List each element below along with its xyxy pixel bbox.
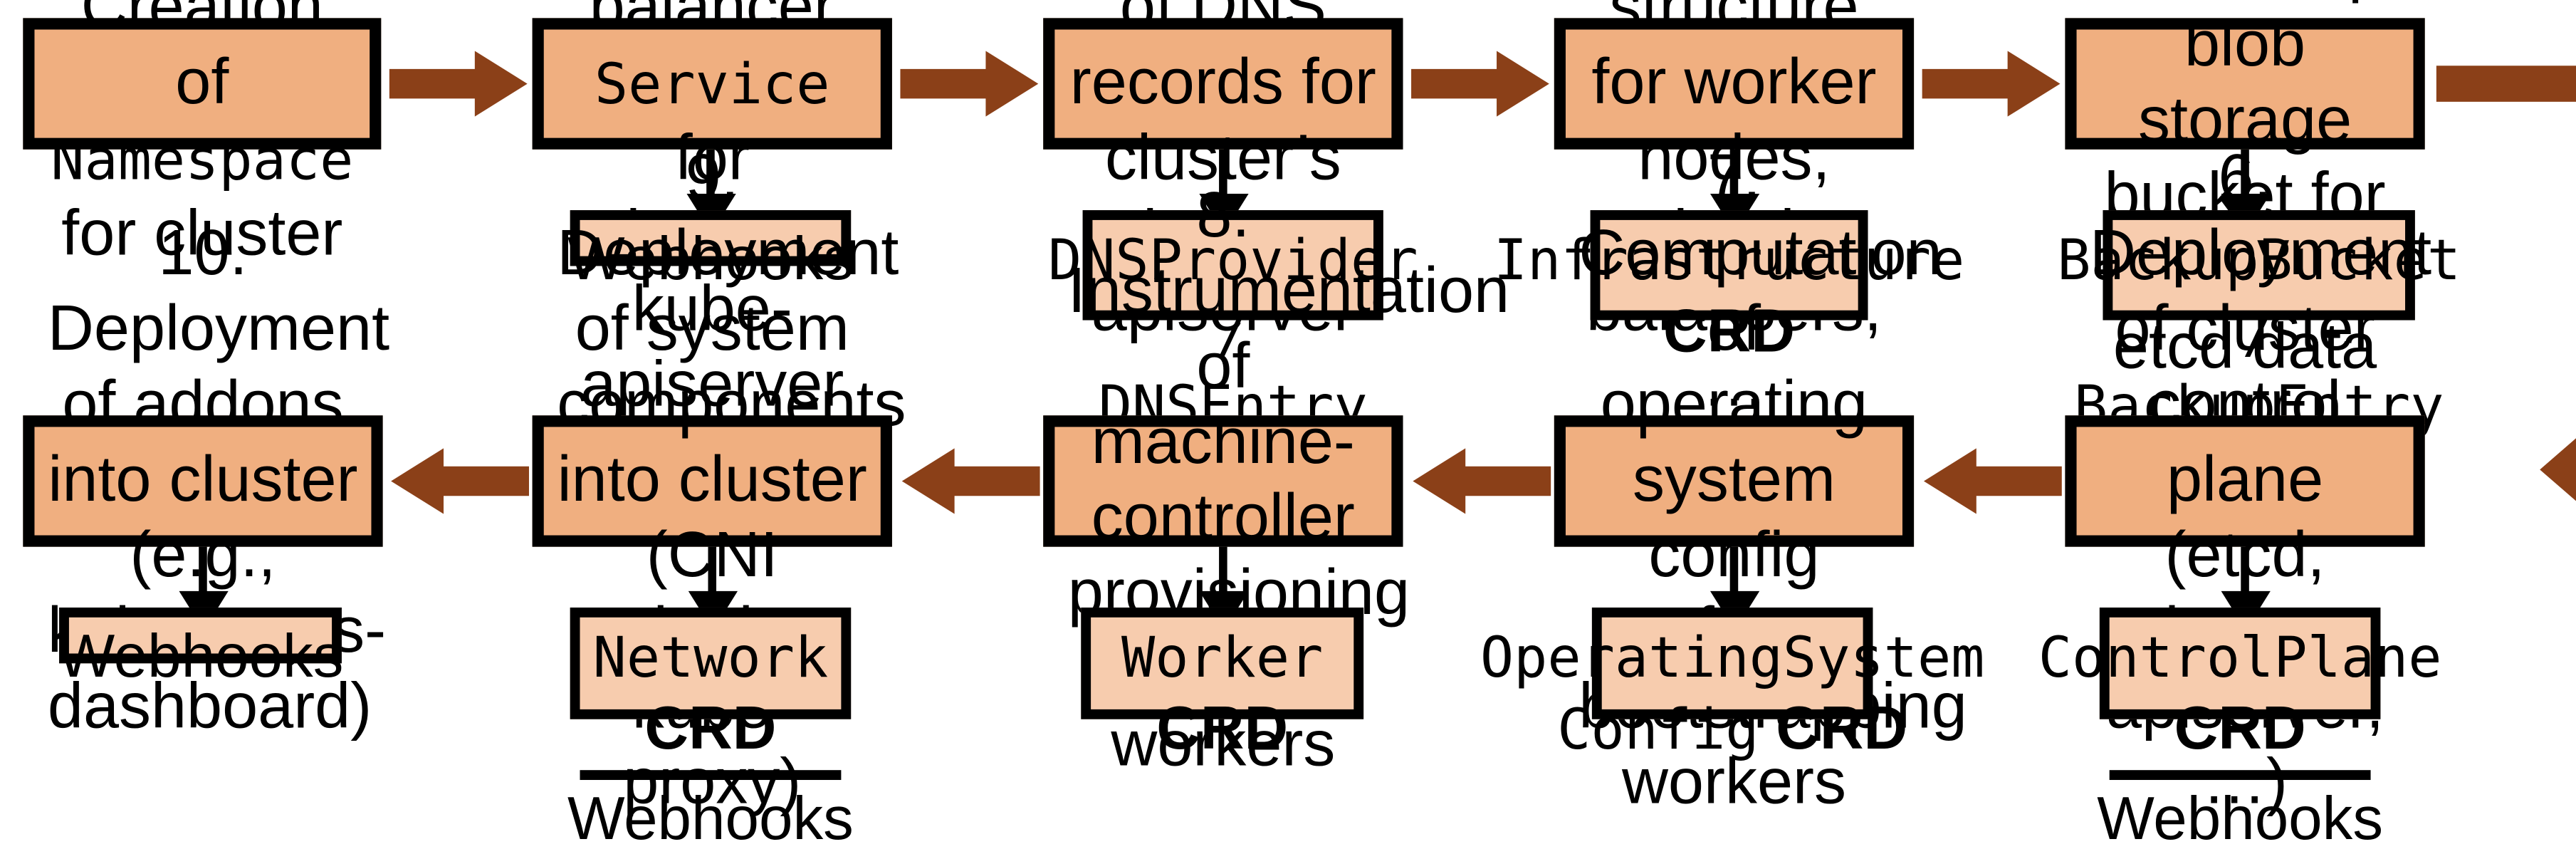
flow-arrow-9-to-10 — [391, 448, 529, 514]
connector-step-2-to-artifact — [706, 149, 715, 201]
flow-arrow-8-to-9 — [901, 448, 1040, 514]
flow-diagram-canvas: 1. Creation of Namespace for cluster 2. … — [23, 0, 2576, 852]
flow-arrow-3-to-4 — [1411, 51, 1549, 117]
step-box-6[interactable]: 6. Deployment of cluster control plane (… — [2065, 142, 2431, 818]
step-box-10[interactable]: 10. Deployment of addons into cluster (e… — [23, 218, 389, 742]
artifact-cell-worker-crd: Worker CRD — [1121, 625, 1324, 763]
artifact-box-step-6[interactable]: ControlPlane CRD Webhooks — [2038, 607, 2442, 852]
artifact-box-step-2[interactable]: Webhooks — [567, 210, 854, 292]
connector-step-4-to-artifact — [1729, 149, 1739, 201]
connector-step-8-to-artifact — [1219, 546, 1227, 598]
step-box-8[interactable]: 8. Instrumentation of machine-controller… — [1043, 180, 1509, 780]
step-box-5[interactable]: 5. Preparation of backup blob storage bu… — [2065, 0, 2425, 382]
flow-arrow-5-to-6-elbow — [2425, 48, 2576, 524]
artifact-box-step-10[interactable]: Webhooks — [58, 607, 343, 689]
step-box-9[interactable]: 9. Deployment of system components into … — [532, 142, 906, 818]
artifact-box-step-4[interactable]: Infrastructure CRD — [1494, 210, 1964, 365]
artifact-cell-controlplane-crd: ControlPlane CRD — [2038, 625, 2442, 763]
connector-step-10-to-artifact — [199, 546, 207, 598]
artifact-cell-osc-crd: OperatingSystem Config CRD — [1480, 625, 1985, 764]
connector-step-6-to-artifact — [2241, 546, 2249, 598]
step-box-4[interactable]: 4. Preparation of infra- structure for w… — [1554, 0, 1915, 420]
artifact-cell-infrastructure-crd: Infrastructure CRD — [1493, 228, 1965, 365]
step-box-3[interactable]: 3. Creation of DNS records for cluster’s… — [1043, 0, 1403, 345]
artifact-cell-webhooks: Webhooks — [567, 224, 854, 293]
connector-step-9-to-artifact — [708, 546, 717, 598]
connector-step-5-to-artifact — [2241, 149, 2249, 201]
artifact-cell-webhooks: Webhooks — [567, 769, 854, 859]
flow-arrow-6-to-7 — [1923, 448, 2062, 514]
artifact-box-step-9[interactable]: Network CRD Webhooks — [567, 607, 854, 852]
flow-arrow-4-to-5 — [1922, 51, 2061, 117]
flow-arrow-1-to-2 — [389, 51, 528, 117]
step-box-7[interactable]: 7. Computation of operating system confi… — [1554, 142, 1967, 818]
step-1-label: 1. Creation of Namespace for cluster — [51, 0, 354, 270]
artifact-box-step-8[interactable]: Worker CRD — [1081, 607, 1364, 763]
flow-arrow-7-to-8 — [1413, 448, 1551, 514]
flow-arrow-2-to-3 — [900, 51, 1039, 117]
connector-step-3-to-artifact — [1219, 149, 1227, 201]
artifact-box-step-7[interactable]: OperatingSystem Config CRD — [1480, 607, 1984, 764]
step-10-label: 10. Deployment of addons into cluster (e… — [47, 218, 390, 743]
step-box-1[interactable]: 1. Creation of Namespace for cluster — [23, 0, 382, 269]
step-box-2[interactable]: 2. Creation of load balancer Service for… — [532, 0, 892, 420]
artifact-cell-webhooks: Webhooks — [57, 622, 344, 690]
artifact-cell-webhooks: Webhooks — [2097, 769, 2383, 859]
connector-step-7-to-artifact — [1729, 546, 1739, 598]
artifact-cell-network-crd: Network CRD — [592, 625, 829, 763]
